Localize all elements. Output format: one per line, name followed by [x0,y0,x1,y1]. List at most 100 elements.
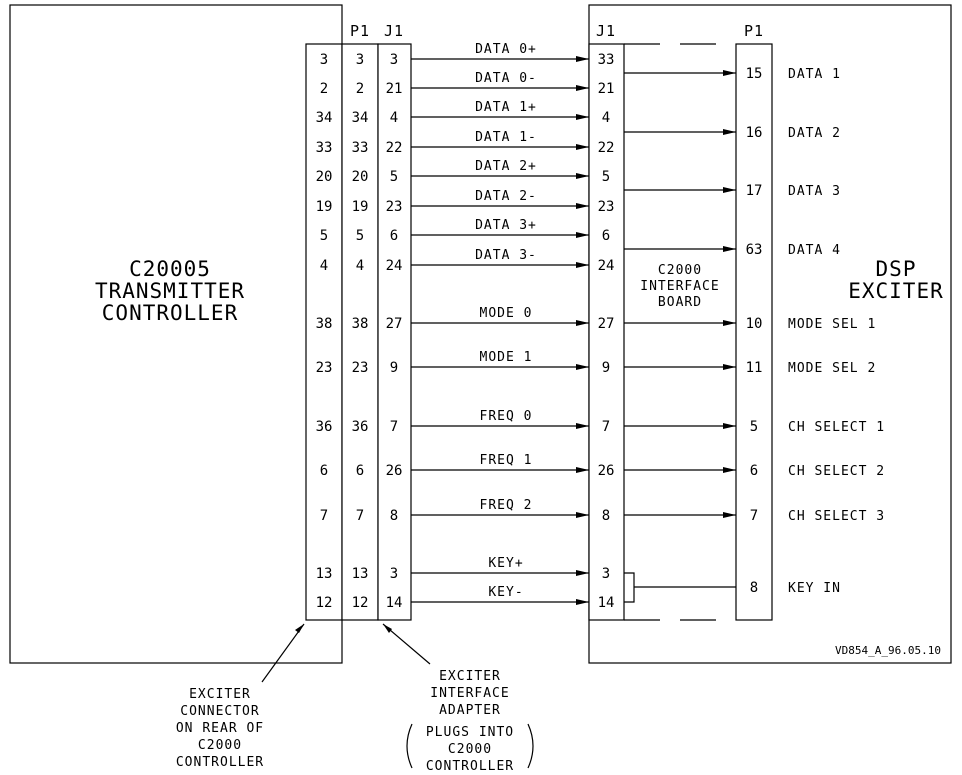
exciter-input-row: 10 MODE SEL 1 [624,316,876,332]
signal-label: MODE 0 [480,306,533,321]
signal-wire-arrowhead [576,512,589,518]
controller-pin: 33 [316,140,333,156]
right-j1-header: J1 [596,22,616,40]
signal-label: DATA 1- [475,130,537,145]
controller-pin: 7 [320,508,328,524]
exciter-input-arrowhead [723,70,736,76]
exciter-input-label: DATA 1 [788,67,841,82]
exciter-input-arrowhead [723,512,736,518]
signal-wire-arrowhead [576,56,589,62]
p1-pin: 12 [352,595,369,611]
signal-label: KEY- [488,585,523,600]
controller-box [9,4,343,664]
exciter-p1-pin: 10 [746,316,763,332]
signal-wire-arrowhead [576,570,589,576]
controller-pin: 3 [320,52,328,68]
adapter-note-line-6: CONTROLLER [426,759,514,774]
right-j1-pin: 22 [598,140,615,156]
right-p1-column [735,43,773,621]
interface-board-label-line-1: C2000 [658,263,702,278]
controller-pin: 4 [320,258,328,274]
j1-pin: 9 [390,360,398,376]
signal-label: FREQ 1 [480,453,533,468]
controller-pin: 2 [320,81,328,97]
exciter-input-arrowhead [723,320,736,326]
adapter-note-line-5: C2000 [448,742,492,757]
drawing-id: VD854_A_96.05.10 [835,644,941,657]
p1-pin: 34 [352,110,369,126]
exciter-connector-note-line-3: ON REAR OF [176,721,264,736]
signal-wire-arrowhead [576,173,589,179]
right-j1-pin: 6 [602,228,610,244]
right-j1-pin: 33 [598,52,615,68]
exciter-connector-pointer [261,623,305,683]
interface-board-label-line-3: BOARD [658,295,702,310]
signal-label: FREQ 0 [480,409,533,424]
adapter-note-line-1: EXCITER [439,669,501,684]
controller-label: C20005 TRANSMITTER CONTROLLER [95,257,245,325]
controller-pin-column [305,43,343,621]
signal-label: MODE 1 [480,350,533,365]
signal-wire-arrowhead [576,114,589,120]
exciter-connector-note: EXCITER CONNECTOR ON REAR OF C2000 CONTR… [176,623,305,770]
controller-pin: 19 [316,199,333,215]
p1-header: P1 [350,22,370,40]
exciter-input-label: CH SELECT 1 [788,420,885,435]
j1-pin: 3 [390,566,398,582]
right-j1-pin: 5 [602,169,610,185]
p1-pin: 36 [352,419,369,435]
signal-wire-arrowhead [576,203,589,209]
exciter-input-arrowhead [723,187,736,193]
signal-wire-arrowhead [576,262,589,268]
p1-pin: 6 [356,463,364,479]
adapter-note-line-4: PLUGS INTO [426,725,514,740]
interface-board-label: C2000 INTERFACE BOARD [640,263,718,310]
exciter-input-label: MODE SEL 1 [788,317,876,332]
adapter-note-line-3: ADAPTER [439,703,501,718]
controller-pin: 6 [320,463,328,479]
right-p1-header: P1 [744,22,764,40]
signal-label: DATA 2- [475,189,537,204]
right-j1-pin: 23 [598,199,615,215]
j1-pin: 8 [390,508,398,524]
j1-pin: 24 [386,258,403,274]
p1-pin: 23 [352,360,369,376]
exciter-label-line-2: EXCITER [848,279,944,303]
signal-label: KEY+ [488,556,523,571]
p1-pin: 4 [356,258,364,274]
exciter-connector-arrowhead [295,624,304,633]
controller-pin: 20 [316,169,333,185]
exciter-p1-pin: 16 [746,125,763,141]
exciter-p1-pin: 63 [746,242,763,258]
exciter-input-arrowhead [723,246,736,252]
j1-pin: 6 [390,228,398,244]
signal-wire-arrowhead [576,364,589,370]
exciter-label: DSP EXCITER [848,257,944,303]
p1-pin: 5 [356,228,364,244]
p1-pin: 19 [352,199,369,215]
signal-wire-arrowhead [576,85,589,91]
j1-pin: 14 [386,595,403,611]
signal-label: DATA 0- [475,71,537,86]
exciter-input-label: CH SELECT 3 [788,509,885,524]
signal-label: DATA 1+ [475,100,537,115]
controller-pin: 12 [316,595,333,611]
j1-pin: 7 [390,419,398,435]
adapter-pointer [382,623,431,665]
exciter-label-line-1: DSP [876,257,917,281]
controller-label-line-2: TRANSMITTER [95,279,245,303]
exciter-input-label: CH SELECT 2 [788,464,885,479]
right-j1-pin: 27 [598,316,615,332]
